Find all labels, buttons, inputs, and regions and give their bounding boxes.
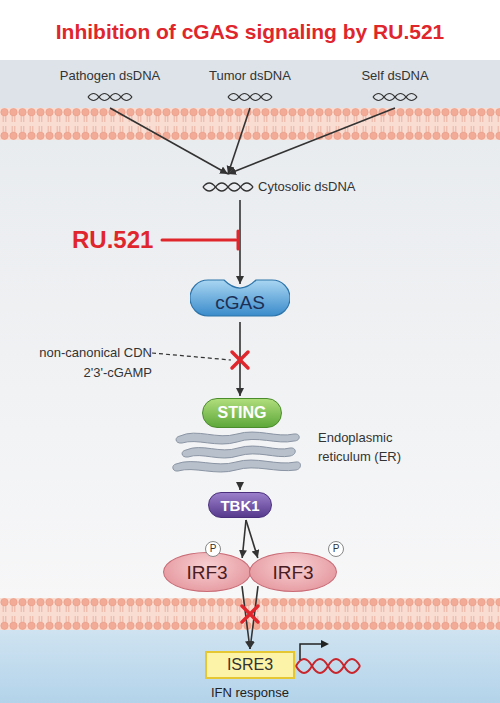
node-label: Cytosolic dsDNA	[258, 179, 370, 195]
signal-arrow	[250, 586, 258, 649]
node-label: ISRE3	[227, 656, 273, 674]
phospho-mark: P	[328, 541, 344, 557]
node-label: IRF3	[186, 562, 227, 583]
diagram-title: Inhibition of cGAS signaling by RU.521	[0, 20, 500, 44]
cytoplasm	[0, 140, 500, 598]
signal-arrow	[239, 200, 241, 284]
node-label: Self dsDNA	[335, 68, 455, 84]
promoter-box: ISRE3	[205, 651, 295, 679]
node-label: cGAS	[190, 292, 290, 314]
signal-arrow	[242, 586, 250, 649]
extracellular-space	[0, 60, 500, 108]
nuclear-membrane	[0, 598, 500, 630]
nucleus	[0, 630, 500, 703]
kinase-pill: TBK1	[208, 492, 272, 518]
signal-arrow	[239, 322, 241, 396]
dna-glyph	[228, 94, 272, 101]
callout-note: non-canonical CDN 2'3'-cGAMP	[26, 343, 152, 383]
dna-glyph	[373, 94, 417, 101]
inhibitor-name: RU.521	[72, 226, 153, 254]
organelle-shape: Endoplasmic reticulum (ER)	[172, 428, 442, 480]
node-label: Endoplasmic reticulum (ER)	[318, 428, 422, 466]
node-label: IRF3	[272, 562, 313, 583]
protein-pill: STING	[202, 398, 282, 428]
label-wrap: cGAS	[190, 292, 290, 314]
signal-arrow	[239, 482, 241, 490]
label-wrap: Cytosolic dsDNA	[258, 179, 370, 195]
label-wrap: Endoplasmic reticulum (ER)	[318, 428, 422, 466]
transcription-factor: IRF3	[249, 552, 337, 592]
response-label: IFN response	[180, 685, 320, 700]
inhibition-bar	[162, 231, 238, 249]
node-label: TBK1	[220, 497, 259, 514]
block-mark	[232, 352, 248, 368]
transcription-arrow	[300, 640, 329, 660]
node-label: STING	[218, 404, 267, 422]
signal-arrow	[110, 108, 228, 174]
node-label: Pathogen dsDNA	[50, 68, 170, 84]
signal-arrow	[228, 108, 250, 174]
signal-arrow	[228, 108, 395, 174]
signal-arrow	[246, 520, 258, 558]
node-label: Tumor dsDNA	[190, 68, 310, 84]
signal-arrow	[242, 520, 246, 558]
dna-source: Tumor dsDNA	[190, 68, 310, 106]
phospho-mark: P	[205, 541, 221, 557]
plasma-membrane	[0, 108, 500, 140]
dna-glyph	[203, 183, 253, 191]
transcription-factor: IRF3	[163, 552, 251, 592]
dna-helix	[296, 659, 360, 673]
dna-glyph	[88, 94, 132, 101]
block-mark	[242, 606, 258, 622]
cytosolic-dna: Cytosolic dsDNA	[200, 176, 370, 198]
enzyme-shape: cGAS	[190, 276, 290, 320]
dna-source: Pathogen dsDNA	[50, 68, 170, 106]
er-outline	[172, 428, 302, 480]
leader-line	[152, 353, 231, 360]
dna-source: Self dsDNA	[335, 68, 455, 106]
